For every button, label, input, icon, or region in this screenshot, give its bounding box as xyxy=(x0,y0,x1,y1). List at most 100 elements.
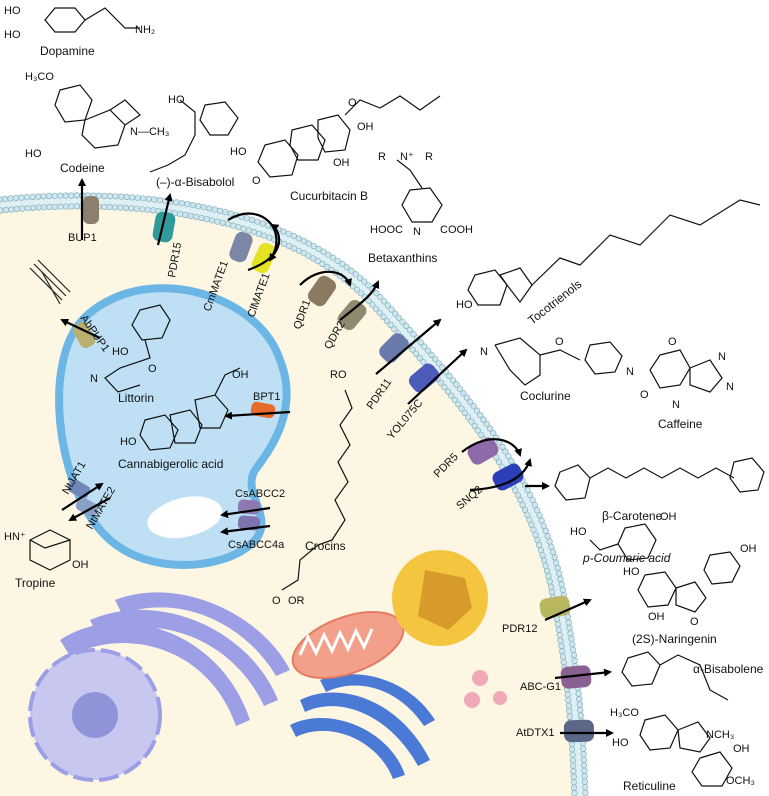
svg-text:O: O xyxy=(252,175,261,187)
vacuole-highlight xyxy=(147,496,223,539)
membrane-bead xyxy=(361,278,368,285)
naringenin-label: (2S)-Naringenin xyxy=(632,632,717,646)
membrane-bead xyxy=(545,573,552,580)
atdtx1-transporter[interactable] xyxy=(563,719,595,743)
membrane-bead xyxy=(384,302,391,309)
membrane-bead xyxy=(474,427,481,434)
csabcc4a-transporter[interactable] xyxy=(237,515,261,531)
snq2-transporter[interactable] xyxy=(490,461,526,493)
membrane-bead xyxy=(413,350,420,357)
pdr15-transporter[interactable] xyxy=(152,210,177,243)
cmmate1-transporter[interactable] xyxy=(227,230,254,264)
membrane-bead xyxy=(543,567,551,575)
membrane-bead xyxy=(536,512,543,519)
membrane-bead xyxy=(365,297,372,304)
membrane-bead xyxy=(570,779,578,786)
membrane-bead xyxy=(559,586,566,594)
membrane-bead xyxy=(35,204,42,211)
membrane-bead xyxy=(540,522,547,529)
membrane-bead xyxy=(255,230,263,237)
membrane-bead xyxy=(224,221,231,228)
membrane-bead xyxy=(2,206,10,213)
membrane-bead xyxy=(569,751,576,758)
membrane-bead xyxy=(565,697,572,704)
svg-text:HO: HO xyxy=(25,148,42,160)
membrane-bead xyxy=(310,243,317,250)
membrane-bead xyxy=(463,394,470,401)
membrane-bead xyxy=(315,245,322,252)
cannabigerolic-label: Cannabigerolic acid xyxy=(118,457,223,471)
membrane-bead xyxy=(189,202,196,209)
svg-text:OCH₃: OCH₃ xyxy=(726,775,755,787)
membrane-bead xyxy=(420,359,427,366)
svg-text:H₃CO: H₃CO xyxy=(25,71,54,83)
svg-text:NH₂: NH₂ xyxy=(135,24,155,36)
svg-text:O: O xyxy=(668,336,677,348)
membrane-bead xyxy=(285,230,292,237)
abcg1-transporter[interactable] xyxy=(560,665,592,690)
svg-text:N: N xyxy=(726,381,734,393)
membrane-bead xyxy=(250,229,257,236)
svg-text:HO: HO xyxy=(112,346,129,358)
svg-text:O: O xyxy=(272,595,281,607)
membrane-bead xyxy=(502,448,509,455)
membrane-bead xyxy=(391,326,398,333)
membrane-bead xyxy=(532,531,539,538)
membrane-bead xyxy=(227,210,234,217)
membrane-bead xyxy=(40,193,47,200)
membrane-bead xyxy=(580,762,588,769)
svg-text:O: O xyxy=(690,616,699,628)
pdr11-transporter[interactable] xyxy=(376,330,411,365)
membrane-bead xyxy=(566,624,573,632)
membrane-bead xyxy=(448,392,455,399)
svg-text:N: N xyxy=(718,351,726,363)
qdr1-transporter[interactable] xyxy=(305,273,339,309)
bup1-transporter[interactable] xyxy=(83,196,99,224)
nucleus xyxy=(28,648,162,782)
membrane-bead xyxy=(392,310,399,317)
ntmate2-transporter[interactable] xyxy=(74,495,100,518)
membrane-bead xyxy=(546,538,553,545)
membrane-bead xyxy=(203,216,210,223)
membrane-bead xyxy=(406,326,413,334)
membrane-bead xyxy=(111,204,119,211)
membrane-bead xyxy=(144,206,151,213)
membrane-bead xyxy=(325,251,332,258)
bisabolol-label: (–)-α-Bisabolol xyxy=(156,175,234,189)
membrane-bead xyxy=(353,286,361,293)
ntjat1-transporter[interactable] xyxy=(66,477,92,500)
membrane-bead xyxy=(140,195,147,202)
yol075c-transporter[interactable] xyxy=(406,361,442,396)
qdr2-transporter[interactable] xyxy=(335,297,370,333)
svg-text:HN⁺: HN⁺ xyxy=(4,531,26,543)
membrane-bead xyxy=(193,213,200,220)
membrane-bead xyxy=(139,206,146,213)
membrane-bead xyxy=(519,501,526,509)
membrane-bead xyxy=(101,203,108,210)
membrane-bead xyxy=(575,690,582,697)
membrane-bead xyxy=(383,317,391,325)
membrane-bead xyxy=(490,430,497,437)
membrane-bead xyxy=(576,695,583,703)
membrane-bead xyxy=(369,301,376,308)
svg-text:HO: HO xyxy=(120,436,137,448)
membrane-bead xyxy=(286,243,293,250)
membrane-bead xyxy=(449,377,457,384)
membrane-bead xyxy=(499,443,506,451)
svg-text:N: N xyxy=(413,226,421,238)
membrane-bead xyxy=(566,713,573,720)
membrane-bead xyxy=(529,497,536,504)
membrane-bead xyxy=(505,453,512,460)
membrane-bead xyxy=(461,409,468,417)
svg-text:O: O xyxy=(555,336,564,348)
membrane-bead xyxy=(439,364,446,371)
membrane-bead xyxy=(477,431,485,439)
tropine-label: Tropine xyxy=(15,576,56,590)
membrane-bead xyxy=(559,648,566,655)
membrane-bead xyxy=(280,228,287,235)
membrane-bead xyxy=(46,192,53,200)
coclurine-label: Coclurine xyxy=(520,389,571,403)
membrane-bead xyxy=(514,492,521,499)
